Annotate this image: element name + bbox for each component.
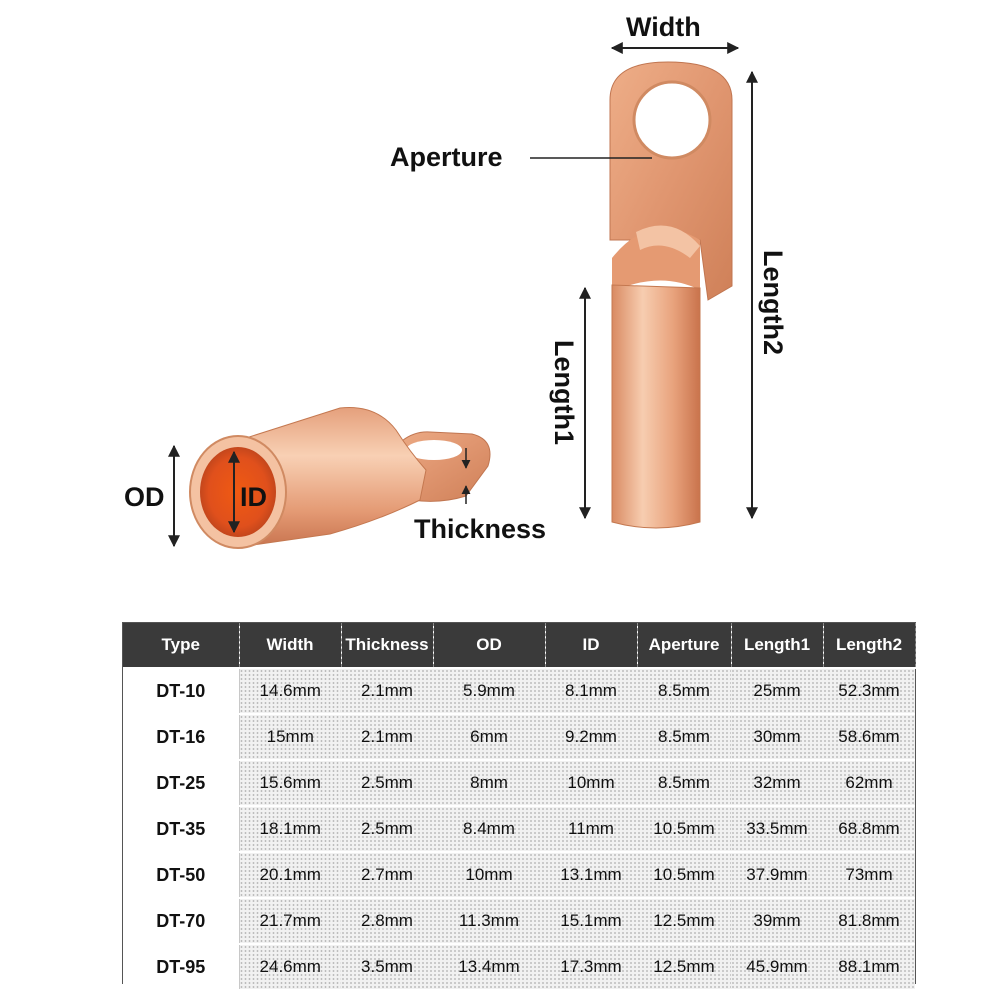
type-cell: DT-35 — [123, 805, 240, 853]
value-cell: 13.4mm — [433, 943, 545, 991]
value-cell: 8.5mm — [637, 759, 731, 807]
aperture-label: Aperture — [390, 142, 503, 172]
type-cell: DT-16 — [123, 713, 240, 761]
value-cell: 21.7mm — [239, 897, 341, 945]
od-label: OD — [124, 482, 165, 512]
column-header-type: Type — [123, 623, 240, 668]
value-cell: 11.3mm — [433, 897, 545, 945]
lug-illustration — [168, 42, 758, 549]
value-cell: 6mm — [433, 713, 545, 761]
value-cell: 8.1mm — [545, 667, 637, 715]
length2-label: Length2 — [758, 250, 788, 355]
value-cell: 9.2mm — [545, 713, 637, 761]
value-cell: 33.5mm — [731, 805, 823, 853]
value-cell: 30mm — [731, 713, 823, 761]
column-header-width: Width — [239, 623, 342, 668]
value-cell: 37.9mm — [731, 851, 823, 899]
value-cell: 5.9mm — [433, 667, 545, 715]
value-cell: 2.1mm — [341, 667, 433, 715]
value-cell: 73mm — [823, 851, 915, 899]
value-cell: 2.1mm — [341, 713, 433, 761]
value-cell: 20.1mm — [239, 851, 341, 899]
value-cell: 10.5mm — [637, 805, 731, 853]
type-cell: DT-25 — [123, 759, 240, 807]
column-header-od: OD — [433, 623, 546, 668]
value-cell: 12.5mm — [637, 897, 731, 945]
lug-diagram: Width Aperture Length2 Length1 OD ID Thi… — [124, 12, 788, 549]
column-header-thickness: Thickness — [341, 623, 434, 668]
length1-label: Length1 — [549, 340, 579, 445]
value-cell: 15.1mm — [545, 897, 637, 945]
column-header-length1: Length1 — [731, 623, 824, 668]
value-cell: 8.5mm — [637, 713, 731, 761]
value-cell: 2.5mm — [341, 759, 433, 807]
value-cell: 10.5mm — [637, 851, 731, 899]
type-cell: DT-70 — [123, 897, 240, 945]
column-header-id: ID — [545, 623, 638, 668]
value-cell: 8.5mm — [637, 667, 731, 715]
value-cell: 17.3mm — [545, 943, 637, 991]
value-cell: 2.7mm — [341, 851, 433, 899]
value-cell: 15.6mm — [239, 759, 341, 807]
value-cell: 12.5mm — [637, 943, 731, 991]
value-cell: 68.8mm — [823, 805, 915, 853]
value-cell: 39mm — [731, 897, 823, 945]
value-cell: 52.3mm — [823, 667, 915, 715]
value-cell: 14.6mm — [239, 667, 341, 715]
value-cell: 2.8mm — [341, 897, 433, 945]
value-cell: 45.9mm — [731, 943, 823, 991]
value-cell: 8.4mm — [433, 805, 545, 853]
value-cell: 2.5mm — [341, 805, 433, 853]
value-cell: 10mm — [433, 851, 545, 899]
value-cell: 32mm — [731, 759, 823, 807]
id-label: ID — [240, 482, 267, 512]
value-cell: 81.8mm — [823, 897, 915, 945]
value-cell: 58.6mm — [823, 713, 915, 761]
value-cell: 11mm — [545, 805, 637, 853]
value-cell: 8mm — [433, 759, 545, 807]
type-cell: DT-95 — [123, 943, 240, 991]
column-header-length2: Length2 — [823, 623, 916, 668]
type-cell: DT-10 — [123, 667, 240, 715]
column-header-aperture: Aperture — [637, 623, 732, 668]
value-cell: 10mm — [545, 759, 637, 807]
value-cell: 24.6mm — [239, 943, 341, 991]
width-label: Width — [626, 12, 701, 42]
type-cell: DT-50 — [123, 851, 240, 899]
value-cell: 62mm — [823, 759, 915, 807]
vertical-lug — [609, 61, 733, 529]
value-cell: 13.1mm — [545, 851, 637, 899]
value-cell: 15mm — [239, 713, 341, 761]
thickness-label: Thickness — [414, 514, 547, 544]
value-cell: 88.1mm — [823, 943, 915, 991]
value-cell: 3.5mm — [341, 943, 433, 991]
value-cell: 25mm — [731, 667, 823, 715]
value-cell: 18.1mm — [239, 805, 341, 853]
